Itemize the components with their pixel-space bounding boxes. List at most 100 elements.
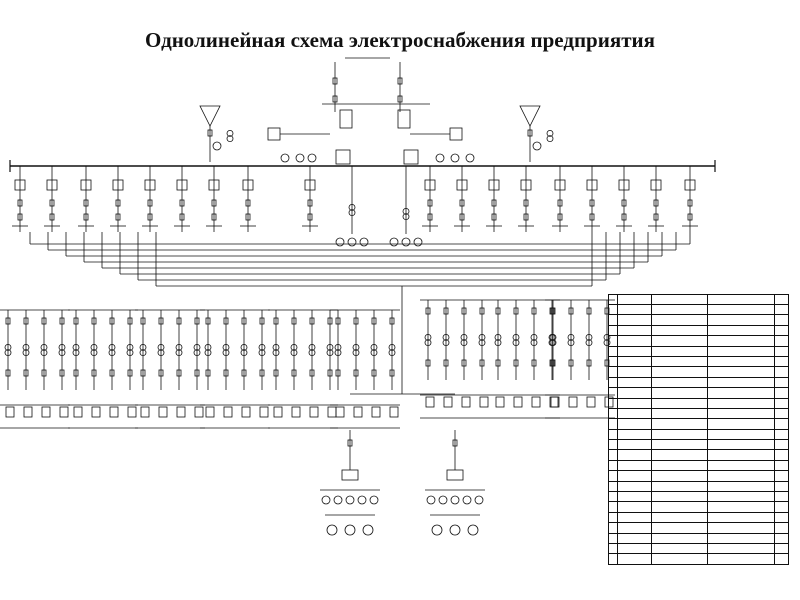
transformer-symbol: [4, 349, 12, 357]
meter-symbol: [401, 237, 411, 247]
line-symbol: [519, 105, 541, 127]
feeder-cell: [241, 406, 251, 418]
transformer-symbol: [370, 349, 378, 357]
breaker-symbol: [332, 95, 338, 103]
table-cell: [617, 542, 652, 555]
breaker-symbol: [568, 359, 574, 367]
table-cell: [617, 355, 652, 368]
table-cell: [774, 324, 789, 337]
transformer-symbol: [512, 339, 520, 347]
feeder-cell: [461, 396, 471, 408]
table-cell: [651, 542, 708, 555]
switchgear-box: [449, 127, 463, 141]
meter-symbol: [462, 495, 472, 505]
meter-symbol: [345, 495, 355, 505]
motor-symbol: [326, 524, 338, 536]
transformer-symbol: [40, 343, 48, 351]
transformer-symbol: [402, 207, 410, 215]
table-cell: [617, 428, 652, 441]
table-cell: [608, 439, 618, 451]
table-row: [608, 407, 789, 420]
transformer-symbol: [139, 349, 147, 357]
breaker-symbol: [109, 369, 115, 377]
feeder-cell: [194, 406, 204, 418]
breaker-symbol: [223, 369, 229, 377]
table-cell: [707, 522, 775, 534]
table-cell: [774, 470, 789, 482]
table-header-cell: [608, 294, 618, 305]
breaker-symbol: [23, 317, 29, 325]
breaker-symbol: [307, 213, 313, 221]
table-cell: [617, 501, 652, 513]
breaker-symbol: [425, 359, 431, 367]
table-cell: [608, 366, 618, 378]
meter-symbol: [307, 153, 317, 163]
transformer-symbol: [258, 343, 266, 351]
transformer-symbol: [494, 339, 502, 347]
transformer-symbol: [370, 343, 378, 351]
table-cell: [707, 345, 775, 357]
transformer-symbol: [90, 343, 98, 351]
transformer-symbol: [494, 333, 502, 341]
table-row: [608, 522, 789, 534]
table-cell: [608, 345, 618, 357]
table-cell: [707, 501, 775, 513]
table-cell: [774, 335, 789, 347]
breaker-symbol: [513, 359, 519, 367]
feeder-cell: [41, 406, 51, 418]
breaker-symbol: [452, 439, 458, 447]
diagram-title: Однолинейная схема электроснабжения пред…: [145, 28, 655, 52]
breaker-symbol: [327, 369, 333, 377]
meter-symbol: [426, 495, 436, 505]
switchgear-box: [335, 149, 351, 165]
transformer-symbol: [442, 333, 450, 341]
meter-symbol: [413, 237, 423, 247]
transformer-symbol: [240, 349, 248, 357]
table-cell: [651, 470, 708, 482]
table-row: [608, 418, 789, 430]
table-cell: [707, 314, 775, 326]
table-cell: [707, 491, 775, 503]
specification-table: [608, 294, 789, 565]
breaker-symbol: [223, 317, 229, 325]
table-cell: [617, 511, 652, 524]
breaker-symbol: [273, 369, 279, 377]
feeder-cell: [14, 179, 26, 191]
switchgear-box: [341, 469, 359, 481]
transformer-symbol: [175, 343, 183, 351]
table-cell: [608, 532, 618, 545]
table-cell: [617, 439, 652, 451]
breaker-symbol: [109, 317, 115, 325]
transformer-symbol: [72, 349, 80, 357]
table-cell: [651, 439, 708, 451]
motor-symbol: [467, 524, 479, 536]
table-cell: [774, 511, 789, 524]
breaker-symbol: [83, 199, 89, 207]
table-row: [608, 439, 789, 451]
meter-symbol: [389, 237, 399, 247]
table-cell: [617, 303, 652, 316]
table-row: [608, 470, 789, 482]
transformer-symbol: [352, 349, 360, 357]
transformer-symbol: [388, 343, 396, 351]
breaker-symbol: [115, 213, 121, 221]
table-cell: [617, 376, 652, 389]
breaker-symbol: [205, 317, 211, 325]
table-cell: [651, 314, 708, 326]
transformer-symbol: [334, 343, 342, 351]
table-cell: [651, 366, 708, 378]
table-cell: [608, 314, 618, 326]
breaker-symbol: [158, 369, 164, 377]
table-cell: [617, 397, 652, 409]
transformer-symbol: [549, 333, 557, 341]
table-row: [608, 324, 789, 337]
table-cell: [774, 491, 789, 503]
transformer-symbol: [388, 349, 396, 357]
table-cell: [608, 553, 618, 565]
feeder-cell: [327, 406, 337, 418]
meter-symbol: [450, 495, 460, 505]
feeder-cell: [443, 396, 453, 408]
feeder-cell: [586, 396, 596, 408]
feeder-cell: [488, 179, 500, 191]
breaker-symbol: [158, 317, 164, 325]
